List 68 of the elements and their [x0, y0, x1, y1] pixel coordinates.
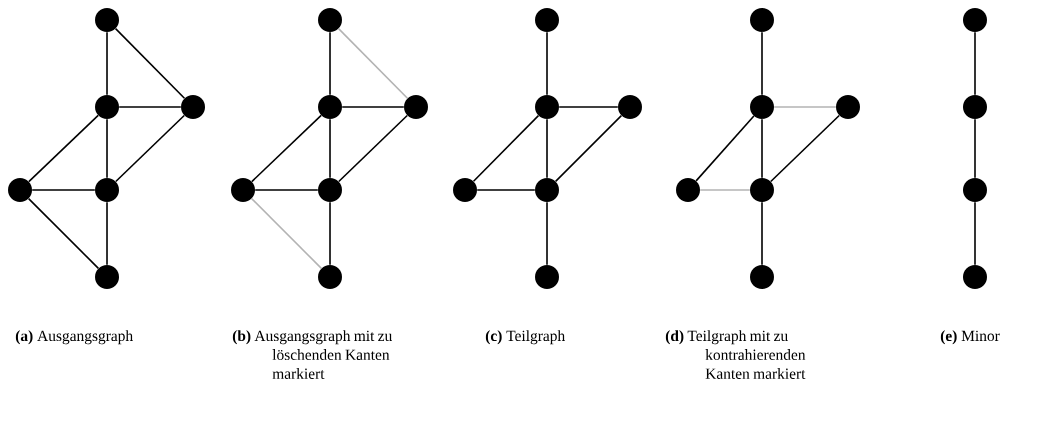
graph-vertex — [318, 178, 342, 202]
graph-edge — [106, 201, 108, 266]
graph-edge — [761, 201, 763, 266]
graph-vertex — [836, 95, 860, 119]
graph-edge — [558, 106, 619, 108]
graph-edge — [546, 118, 548, 179]
graph-edge — [329, 118, 331, 179]
graph-vertex — [750, 8, 774, 32]
graph-edge — [546, 31, 548, 96]
graph-edge — [106, 118, 108, 179]
graph-edge — [251, 114, 322, 183]
graph-edge — [329, 201, 331, 266]
graph-edge — [546, 201, 548, 266]
graph-edge — [974, 201, 976, 266]
graph-edge — [341, 106, 405, 108]
graph-edge — [106, 31, 108, 96]
graph-edge — [472, 114, 540, 183]
graph-vertex — [963, 8, 987, 32]
graph-edge — [329, 31, 331, 96]
graph-vertex — [750, 178, 774, 202]
graph-vertex — [963, 95, 987, 119]
caption: (a) Ausgangsgraph — [15, 330, 133, 345]
graph-vertex — [231, 178, 255, 202]
graph-vertex — [750, 95, 774, 119]
graph-vertex — [618, 95, 642, 119]
graph-edge — [27, 197, 100, 270]
graph-edge — [28, 114, 99, 183]
graph-vertex — [95, 265, 119, 289]
graph-vertex — [535, 8, 559, 32]
graph-edge — [770, 114, 840, 183]
graph-edge — [476, 189, 536, 191]
graph-edge — [974, 118, 976, 179]
graph-edge — [250, 197, 323, 270]
graph-edge — [761, 31, 763, 96]
graph-edge — [554, 114, 623, 183]
graph-vertex — [750, 265, 774, 289]
graph-vertex — [404, 95, 428, 119]
caption: (d) Teilgraph mit zu kontrahierenden Kanten markiert — [665, 330, 806, 379]
caption: (c) Teilgraph — [485, 330, 565, 345]
graph-vertex — [676, 178, 700, 202]
graph-vertex — [95, 178, 119, 202]
graph-vertex — [8, 178, 32, 202]
graph-vertex — [963, 265, 987, 289]
graph-vertex — [535, 178, 559, 202]
graph-edge — [773, 106, 837, 108]
graph-edge — [337, 27, 409, 100]
graph-vertex — [181, 95, 205, 119]
graph-edge — [31, 189, 96, 191]
graph-edge — [695, 115, 755, 182]
graph-vertex — [453, 178, 477, 202]
graph-vertex — [95, 95, 119, 119]
graph-edge — [254, 189, 319, 191]
graph-edge — [114, 27, 186, 100]
graph-edge — [115, 114, 186, 183]
graph-edge — [761, 118, 763, 179]
graph-vertex — [535, 95, 559, 119]
graph-vertex — [963, 178, 987, 202]
graph-vertex — [318, 95, 342, 119]
graph-edge — [337, 114, 409, 183]
graph-edge — [699, 189, 751, 191]
caption: (b) Ausgangsgraph mit zu löschenden Kanten markiert — [232, 330, 392, 379]
graph-edge — [118, 106, 182, 108]
graph-vertex — [535, 265, 559, 289]
graph-vertex — [318, 8, 342, 32]
graph-vertex — [95, 8, 119, 32]
graph-vertex — [318, 265, 342, 289]
caption: (e) Minor — [940, 330, 1000, 345]
graph-edge — [974, 31, 976, 96]
